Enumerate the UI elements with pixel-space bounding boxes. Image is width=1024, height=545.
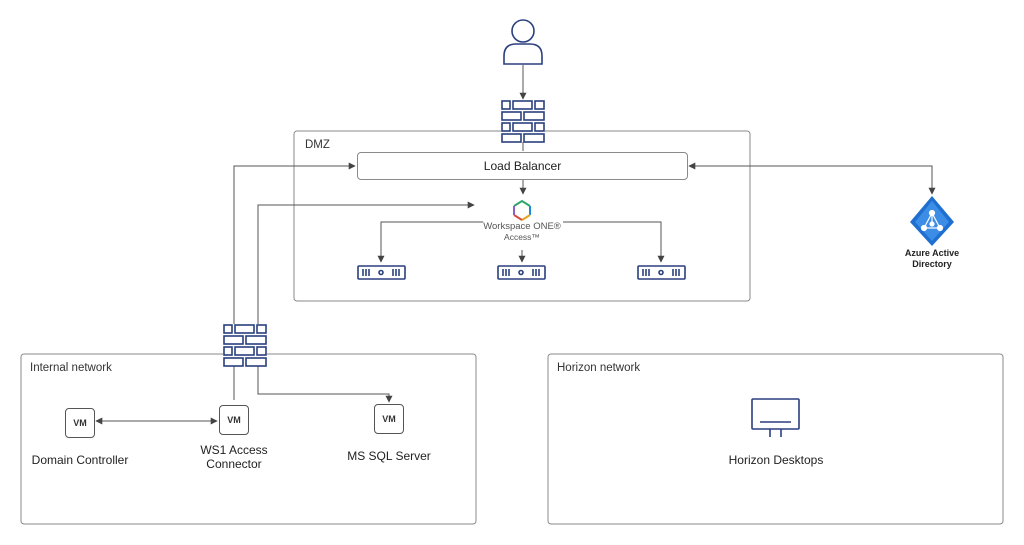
ws1-connector-vm: VM — [219, 405, 249, 435]
internal-network-zone — [20, 353, 477, 525]
vm-badge: VM — [382, 414, 396, 424]
lb-to-azure-line — [688, 162, 936, 195]
user-icon — [503, 19, 543, 65]
workspace-one-label: Workspace ONE® Access™ — [483, 221, 561, 243]
server-icon — [637, 265, 686, 280]
sql-server-label: MS SQL Server — [347, 449, 431, 463]
sql-server-vm: VM — [374, 404, 404, 434]
horizon-network-zone — [547, 353, 1004, 525]
azure-ad-label-line2: Directory — [912, 259, 952, 269]
horizon-desktops-label: Horizon Desktops — [728, 453, 824, 467]
ws1-to-server-right-line — [563, 221, 665, 263]
azure-ad-icon — [910, 196, 954, 246]
internal-network-zone-title: Internal network — [30, 362, 112, 374]
firewall-icon — [501, 100, 545, 143]
monitor-icon — [751, 398, 800, 437]
azure-ad-label: Azure Active Directory — [905, 248, 959, 270]
domain-controller-vm: VM — [65, 408, 95, 438]
server-icon — [357, 265, 406, 280]
ws1-to-server-left-line — [377, 221, 483, 263]
domain-controller-label: Domain Controller — [31, 453, 129, 467]
connectors — [95, 65, 936, 425]
load-balancer-box: Load Balancer — [357, 152, 688, 180]
ws1-connector-label: WS1 Access Connector — [200, 443, 267, 471]
azure-ad-label-line1: Azure Active — [904, 248, 960, 258]
firewall-icon — [223, 324, 267, 367]
connector-to-lb-line — [233, 162, 356, 400]
workspace-one-label-line1: Workspace ONE® — [483, 221, 561, 232]
workspace-one-label-line2: Access™ — [504, 232, 540, 242]
vm-badge: VM — [73, 418, 87, 428]
workspace-one-logo-icon — [513, 199, 531, 221]
vm-badge: VM — [227, 415, 241, 425]
connector-to-sql-line — [257, 347, 393, 403]
dmz-zone-title: DMZ — [305, 139, 330, 151]
horizon-network-zone-title: Horizon network — [557, 362, 641, 374]
connector-to-ws1-line — [257, 201, 475, 325]
load-balancer-label: Load Balancer — [483, 159, 562, 173]
ws1-connector-label-line2: Connector — [206, 457, 262, 471]
server-icon — [497, 265, 546, 280]
ws1-connector-label-line1: WS1 Access — [200, 443, 268, 457]
